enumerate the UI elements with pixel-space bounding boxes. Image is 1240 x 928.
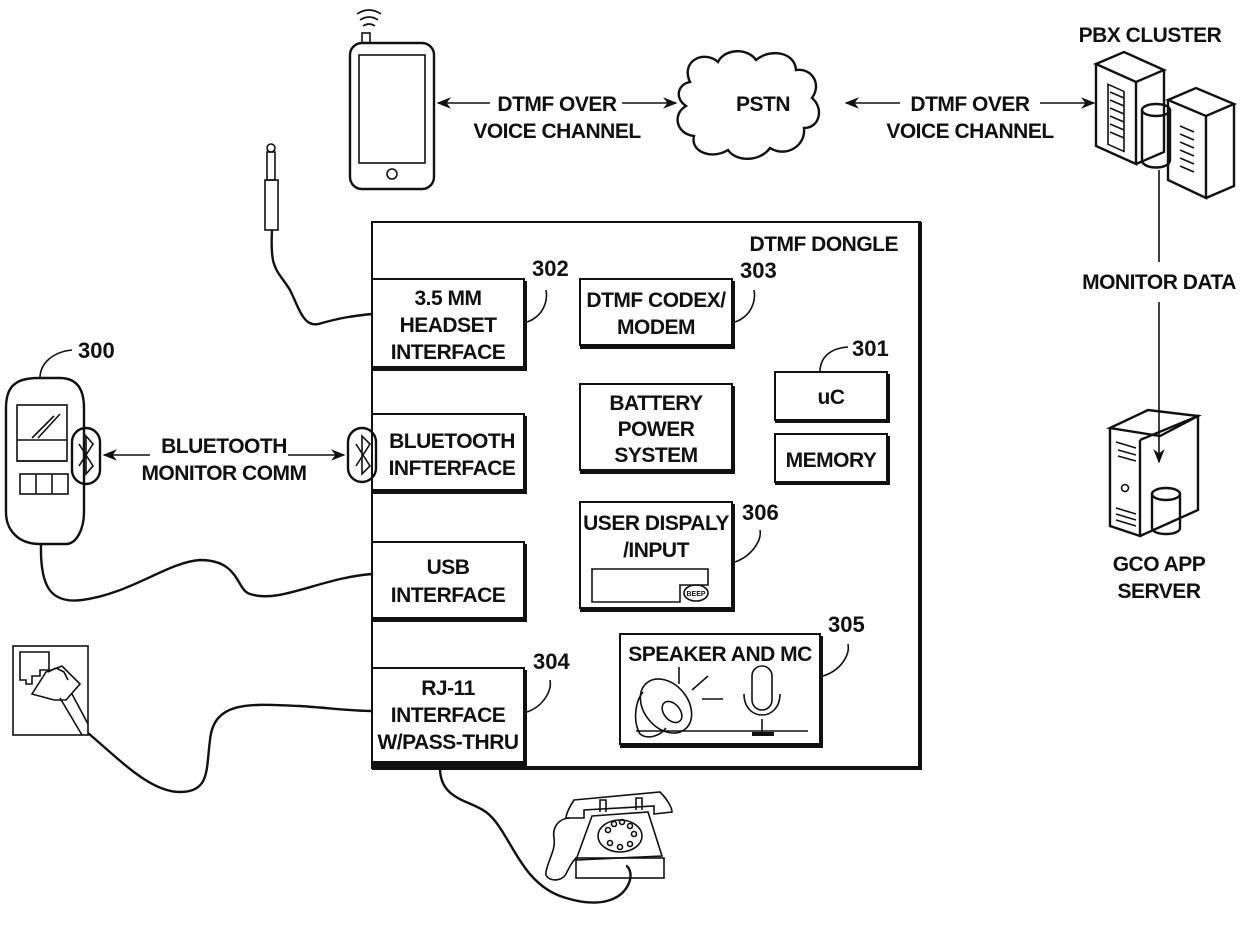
link-label-right-1: DTMF OVER bbox=[910, 93, 1029, 116]
speaker-mic-block: SPEAKER AND MC bbox=[620, 634, 823, 748]
bluetooth-line-2: INFTERFACE bbox=[389, 457, 516, 480]
uc-block: uC bbox=[775, 372, 890, 423]
battery-line-2: POWER bbox=[618, 418, 695, 441]
headset-line-3: INTERFACE bbox=[391, 341, 506, 364]
battery-line-1: BATTERY bbox=[609, 392, 703, 415]
usb-interface-block: USB INTERFACE bbox=[372, 542, 527, 622]
usb-line-1: USB bbox=[427, 556, 470, 579]
link-label-left-2: VOICE CHANNEL bbox=[473, 120, 641, 143]
ref-leader-300 bbox=[40, 350, 72, 378]
rj11-interface-block: RJ-11 INTERFACE W/PASS-THRU bbox=[372, 668, 527, 767]
link-label-right-2: VOICE CHANNEL bbox=[886, 120, 1054, 143]
pbx-cluster-title: PBX CLUSTER bbox=[1079, 24, 1222, 47]
monitor-bluetooth-icon bbox=[72, 428, 100, 484]
ref-305: 305 bbox=[828, 612, 865, 637]
bluetooth-interface-block: BLUETOOTH INFTERFACE bbox=[372, 414, 527, 494]
dongle-title: DTMF DONGLE bbox=[750, 233, 899, 256]
headset-cable bbox=[272, 230, 372, 324]
speaker-label: SPEAKER AND MC bbox=[628, 643, 812, 666]
ref-301: 301 bbox=[852, 336, 889, 361]
ref-302: 302 bbox=[532, 256, 569, 281]
memory-block: MEMORY bbox=[775, 434, 890, 485]
battery-line-3: SYSTEM bbox=[614, 444, 697, 467]
headset-interface-block: 3.5 MM HEADSET INTERFACE bbox=[372, 279, 527, 371]
link-label-left-1: DTMF OVER bbox=[497, 93, 616, 116]
uc-label: uC bbox=[818, 386, 845, 409]
smartphone-icon bbox=[350, 10, 434, 189]
app-server-label-2: SERVER bbox=[1118, 580, 1201, 603]
dtmf-codex-block: DTMF CODEX/ MODEM bbox=[580, 279, 735, 349]
memory-label: MEMORY bbox=[786, 449, 877, 472]
bt-link-label-2: MONITOR COMM bbox=[141, 462, 306, 485]
headset-jack-icon bbox=[265, 144, 278, 230]
rj11-line-2: INTERFACE bbox=[391, 704, 506, 727]
display-line-1: USER DISPALY bbox=[583, 512, 729, 535]
usb-line-2: INTERFACE bbox=[391, 584, 506, 607]
rj11-line-3: W/PASS-THRU bbox=[377, 731, 518, 754]
bt-link-label-1: BLUETOOTH bbox=[161, 435, 287, 458]
rj11-line-1: RJ-11 bbox=[421, 677, 475, 700]
codex-line-1: DTMF CODEX/ bbox=[586, 289, 726, 312]
ref-306: 306 bbox=[742, 500, 779, 525]
monitor-data-label: MONITOR DATA bbox=[1082, 271, 1236, 294]
pbx-server-icon bbox=[1096, 52, 1234, 198]
phone-line-cable bbox=[88, 705, 372, 792]
ref-304: 304 bbox=[533, 649, 570, 674]
display-line-2: /INPUT bbox=[623, 539, 690, 562]
beep-label: BEEP bbox=[686, 591, 705, 598]
app-server-icon bbox=[1110, 410, 1198, 536]
desk-phone-cable bbox=[440, 768, 631, 903]
headset-line-2: HEADSET bbox=[400, 314, 498, 337]
usb-cable bbox=[41, 544, 372, 601]
ref-300: 300 bbox=[78, 338, 115, 363]
ref-303: 303 bbox=[740, 258, 777, 283]
desk-phone-icon bbox=[546, 792, 672, 880]
wall-jack-icon bbox=[13, 646, 88, 735]
battery-power-block: BATTERY POWER SYSTEM bbox=[580, 384, 735, 474]
app-server-label-1: GCO APP bbox=[1113, 553, 1206, 576]
user-display-block: USER DISPALY /INPUT BEEP bbox=[580, 502, 735, 612]
codex-line-2: MODEM bbox=[617, 316, 695, 339]
pstn-label: PSTN bbox=[736, 93, 790, 116]
headset-line-1: 3.5 MM bbox=[414, 287, 481, 310]
bluetooth-line-1: BLUETOOTH bbox=[389, 430, 515, 453]
